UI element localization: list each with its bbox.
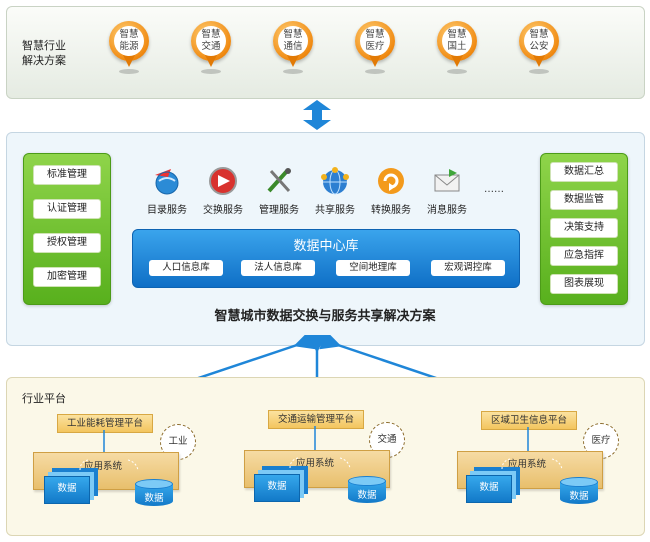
industry-solutions-label: 智慧行业 解决方案 [22,38,66,68]
health-platform-title[interactable]: 区域卫生信息平台 [481,411,577,430]
service-label: 管理服务 [259,205,299,216]
service-label: 交换服务 [203,205,243,216]
globe-arrow-icon [151,165,183,197]
industry-platform-title[interactable]: 工业能耗管理平台 [57,414,153,433]
pin-text: 智慧 [201,29,221,40]
solution-title: 智慧城市数据交换与服务共享解决方案 [214,309,436,324]
authorization-management-item[interactable]: 授权管理 [33,233,101,253]
database-icon: 数据 [560,477,598,505]
label-line: 智慧行业 [22,39,66,52]
pin-text: 医疗 [365,41,385,52]
transport-platform-title[interactable]: 交通运输管理平台 [268,410,364,429]
globe-share-icon [319,165,351,197]
refresh-icon [375,165,407,197]
pin-text: 智慧 [365,29,385,40]
data-center-box: 数据中心库 人口信息库 法人信息库 空间地理库 宏观调控库 [132,229,520,288]
database-label: 数据 [569,491,589,502]
chart-display-item[interactable]: 图表展现 [550,274,618,294]
exchange-service[interactable]: 交换服务 [197,165,249,216]
double-arrow-icon [303,100,331,130]
population-db-item[interactable]: 人口信息库 [149,260,223,276]
conversion-service[interactable]: 转换服务 [365,165,417,216]
pin-text: 智慧 [283,29,303,40]
database-label: 数据 [144,493,164,504]
exchange-arrow-icon [207,165,239,197]
pin-communication[interactable]: 智慧通信 [273,21,313,74]
service-label: 转换服务 [371,205,411,216]
data-doc-stack: 数据 [254,474,300,502]
pin-text: 交通 [201,41,221,52]
data-summary-item[interactable]: 数据汇总 [550,162,618,182]
management-service[interactable]: 管理服务 [253,165,305,216]
pin-text: 智慧 [529,29,549,40]
database-icon: 数据 [348,476,386,504]
macro-control-db-item[interactable]: 宏观调控库 [431,260,505,276]
data-center-title: 数据中心库 [293,239,359,254]
data-supervision-item[interactable]: 数据监管 [550,190,618,210]
standard-management-item[interactable]: 标准管理 [33,165,101,185]
directory-service[interactable]: 目录服务 [141,165,193,216]
database-label: 数据 [357,490,377,501]
data-doc-stack: 数据 [44,476,90,504]
label-line: 解决方案 [22,54,66,67]
emergency-command-item[interactable]: 应急指挥 [550,246,618,266]
database-icon: 数据 [135,479,173,507]
legal-entity-db-item[interactable]: 法人信息库 [241,260,315,276]
security-management-box: 标准管理 认证管理 授权管理 加密管理 [23,153,111,305]
pin-land[interactable]: 智慧国土 [437,21,477,74]
tools-icon [263,165,295,197]
pin-medical[interactable]: 智慧医疗 [355,21,395,74]
pin-text: 通信 [283,41,303,52]
platform-label: 行业平台 [22,392,66,405]
app-system-label: 应用系统 [296,458,335,469]
service-label: 消息服务 [427,205,467,216]
data-doc-stack: 数据 [466,475,512,503]
pin-text: 公安 [529,41,549,52]
encryption-management-item[interactable]: 加密管理 [33,267,101,287]
pin-text: 智慧 [447,29,467,40]
pin-transport[interactable]: 智慧交通 [191,21,231,74]
spatial-geo-db-item[interactable]: 空间地理库 [336,260,410,276]
app-system-label: 应用系统 [84,461,123,472]
app-system-label: 应用系统 [508,459,547,470]
pin-text: 能源 [119,41,139,52]
decision-support-item[interactable]: 决策支持 [550,218,618,238]
message-service[interactable]: 消息服务 [421,165,473,216]
decision-box: 数据汇总 数据监管 决策支持 应急指挥 图表展现 [540,153,628,305]
service-label: 共享服务 [315,205,355,216]
pin-text: 国土 [447,41,467,52]
more-services-ellipsis: …… [484,184,504,195]
pin-police[interactable]: 智慧公安 [519,21,559,74]
envelope-icon [431,165,463,197]
platform-connectors [79,426,563,471]
pin-energy[interactable]: 智慧能源 [109,21,149,74]
service-label: 目录服务 [147,205,187,216]
share-service[interactable]: 共享服务 [309,165,361,216]
pin-text: 智慧 [119,29,139,40]
auth-management-item[interactable]: 认证管理 [33,199,101,219]
